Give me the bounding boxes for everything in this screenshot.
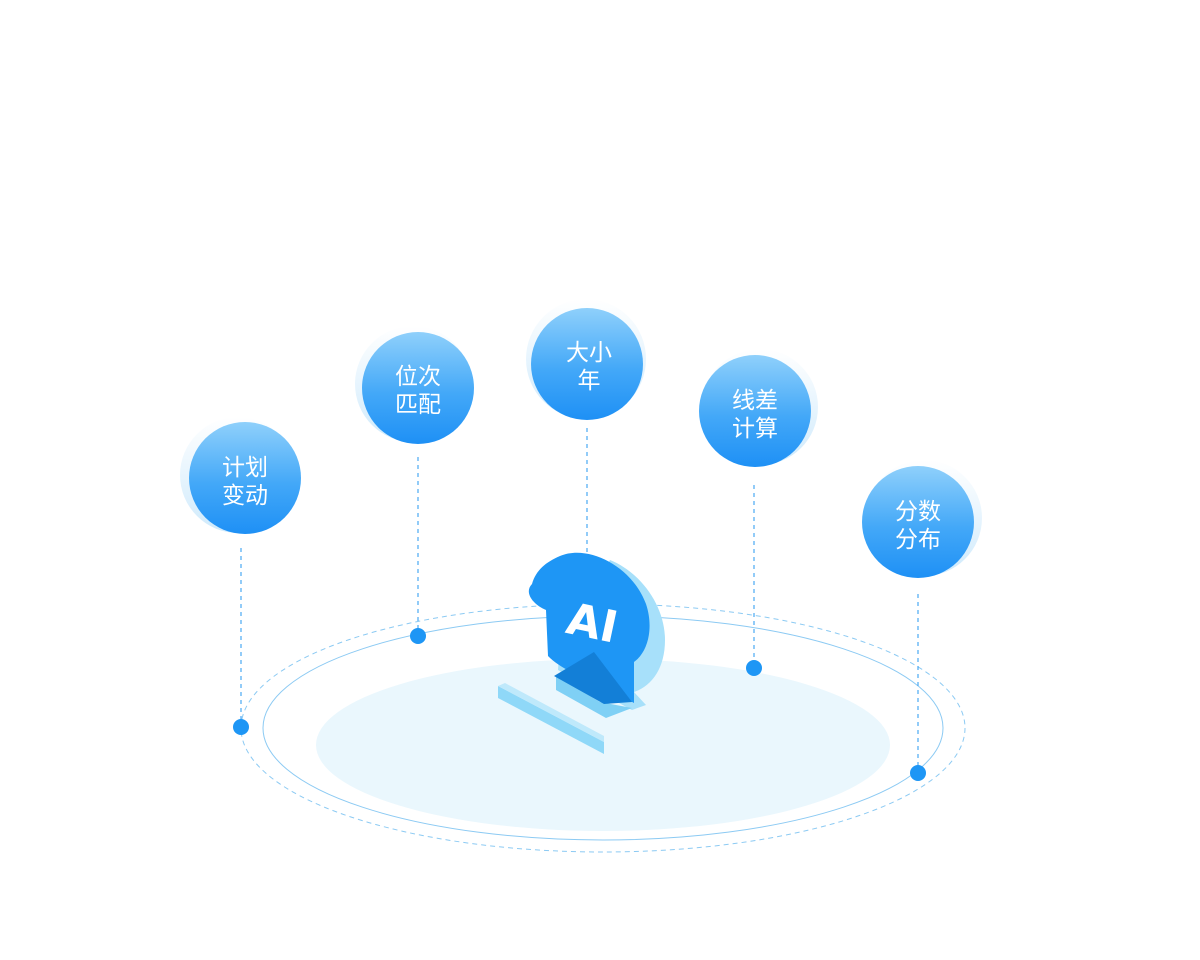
feature-bubble	[531, 308, 643, 420]
anchor-dot-rank-match	[410, 628, 426, 644]
anchor-dot-plan-change	[233, 719, 249, 735]
feature-label-line-1: 线差	[732, 388, 778, 414]
anchor-dot-score-distribution	[910, 765, 926, 781]
outer-orbit-ring	[240, 603, 966, 853]
feature-label-line-2: 年	[578, 368, 601, 394]
feature-bubble	[189, 422, 301, 534]
feature-label-line-2: 匹配	[395, 392, 441, 418]
feature-node-score-distribution[interactable]: 分数 分布	[862, 460, 982, 578]
feature-label-line-2: 计算	[732, 416, 778, 442]
feature-label-line-2: 变动	[222, 483, 268, 509]
feature-label-line-1: 分数	[895, 499, 941, 525]
anchor-dot-line-diff	[746, 660, 762, 676]
feature-bubble	[362, 332, 474, 444]
ai-base-bar	[498, 686, 604, 754]
connectors	[233, 428, 926, 781]
feature-node-rank-match[interactable]: 位次 匹配	[355, 326, 474, 444]
feature-node-line-diff[interactable]: 线差 计算	[699, 349, 818, 467]
feature-node-plan-change[interactable]: 计划 变动	[180, 417, 301, 534]
feature-label-line-2: 分布	[895, 527, 941, 553]
feature-label-line-1: 计划	[222, 455, 268, 481]
ai-label: AI	[562, 593, 622, 653]
feature-label-line-1: 大小	[566, 340, 612, 366]
feature-bubble	[862, 466, 974, 578]
feature-bubble	[699, 355, 811, 467]
ai-chat-bubble-icon: AI	[498, 552, 665, 754]
feature-label-line-1: 位次	[395, 364, 441, 390]
feature-node-big-small-year[interactable]: 大小 年	[526, 299, 646, 420]
